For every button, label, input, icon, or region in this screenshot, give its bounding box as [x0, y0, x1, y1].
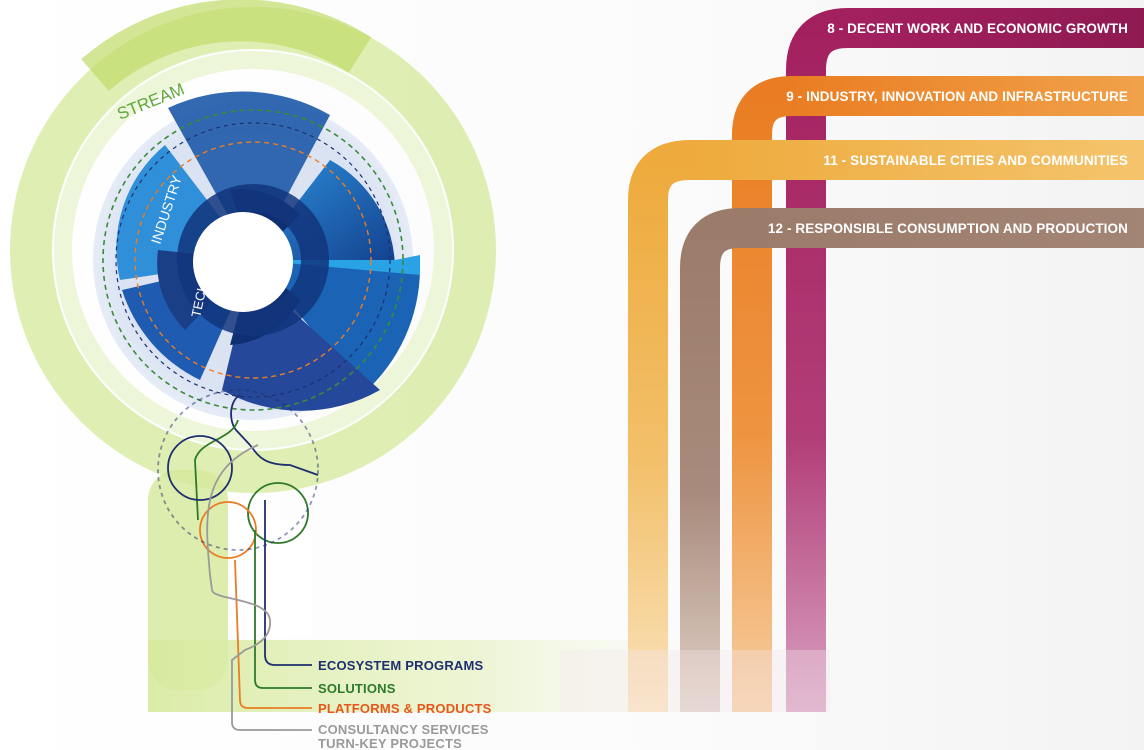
- sdg-goal-9-label: 9 - INDUSTRY, INNOVATION AND INFRASTRUCT…: [786, 89, 1128, 104]
- consultancy-services-label: CONSULTANCY SERVICES: [318, 722, 489, 737]
- sdg-pipes: [628, 8, 1144, 712]
- sdg-goal-8-label: 8 - DECENT WORK AND ECONOMIC GROWTH: [827, 21, 1128, 36]
- sdg-bar-12: [740, 208, 1144, 248]
- sdg-goal-12-label: 12 - RESPONSIBLE CONSUMPTION AND PRODUCT…: [768, 221, 1128, 236]
- node-circle-a: [167, 435, 233, 501]
- flow-merge: [560, 650, 830, 712]
- sdg-bar-8: [848, 8, 1144, 48]
- platforms-products-label: PLATFORMS & PRODUCTS: [318, 701, 492, 716]
- ecosystem-programs-label: ECOSYSTEM PROGRAMS: [318, 658, 484, 673]
- sdg-goal-11-label: 11 - SUSTAINABLE CITIES AND COMMUNITIES: [823, 153, 1128, 168]
- stream-ring: [10, 0, 496, 493]
- sdg-bar-11: [690, 140, 1144, 180]
- node-circle-b: [247, 482, 309, 544]
- sdg-bar-9: [792, 76, 1144, 116]
- turn-key-projects-label: TURN-KEY PROJECTS: [318, 736, 462, 750]
- core-diagram: [93, 91, 420, 420]
- solutions-label: SOLUTIONS: [318, 681, 396, 696]
- node-circle-d: [157, 389, 319, 551]
- output-legend: ECOSYSTEM PROGRAMS SOLUTIONS PLATFORMS &…: [318, 658, 492, 750]
- node-circle-c: [199, 501, 257, 559]
- connector-lines: [157, 389, 319, 731]
